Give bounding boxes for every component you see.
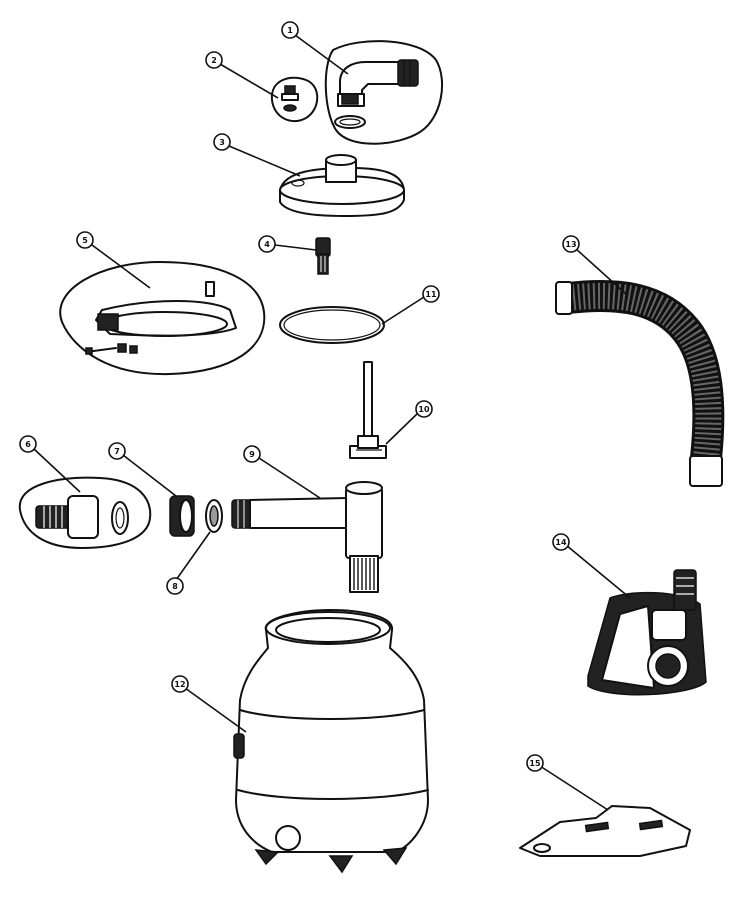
callout-number: 12 <box>174 680 185 689</box>
lid-strainer-icon <box>315 237 331 275</box>
air-release-valve-icon <box>270 76 319 123</box>
callout-number: 4 <box>264 240 270 249</box>
callout-number: 15 <box>529 759 541 768</box>
callout-number: 8 <box>172 582 178 591</box>
pump-icon <box>587 569 707 696</box>
callout-part-11: 11 <box>422 285 440 303</box>
callout-part-10: 10 <box>415 400 433 418</box>
callout-number: 7 <box>114 447 120 456</box>
callout-leaders <box>33 34 631 811</box>
mounting-bracket-icon <box>519 805 691 857</box>
hose-icon <box>555 279 725 487</box>
callout-part-7: 7 <box>108 442 126 460</box>
callout-part-3: 3 <box>213 133 231 151</box>
callout-part-12: 12 <box>171 675 189 693</box>
callout-number: 6 <box>25 440 31 449</box>
callout-number: 1 <box>287 26 293 35</box>
callout-number: 14 <box>555 538 567 547</box>
callout-number: 10 <box>418 405 430 414</box>
callout-part-5: 5 <box>76 231 94 249</box>
hose-adapter-icon <box>18 476 152 549</box>
center-pipe-icon <box>349 361 387 459</box>
o-ring-icon <box>279 306 385 344</box>
filter-tank-icon <box>233 609 429 874</box>
callout-part-15: 15 <box>526 754 544 772</box>
washer-icon <box>205 499 223 533</box>
callout-number: 11 <box>425 290 437 299</box>
callout-part-8: 8 <box>166 577 184 595</box>
callout-part-2: 2 <box>205 51 223 69</box>
callout-number: 3 <box>219 138 225 147</box>
callout-part-14: 14 <box>552 533 570 551</box>
callout-number: 9 <box>249 450 255 459</box>
nut-icon <box>169 495 195 537</box>
callout-part-9: 9 <box>243 445 261 463</box>
manifold-pipe-icon <box>231 481 383 593</box>
callout-part-13: 13 <box>562 235 580 253</box>
callout-number: 2 <box>211 56 217 65</box>
callout-part-6: 6 <box>19 435 37 453</box>
tank-clamp-icon <box>59 261 266 376</box>
tank-lid-icon <box>279 154 405 217</box>
callout-number: 5 <box>82 236 88 245</box>
callout-part-4: 4 <box>258 235 276 253</box>
elbow-fitting-icon <box>324 40 443 145</box>
callout-part-1: 1 <box>281 21 299 39</box>
callout-number: 13 <box>565 240 576 249</box>
